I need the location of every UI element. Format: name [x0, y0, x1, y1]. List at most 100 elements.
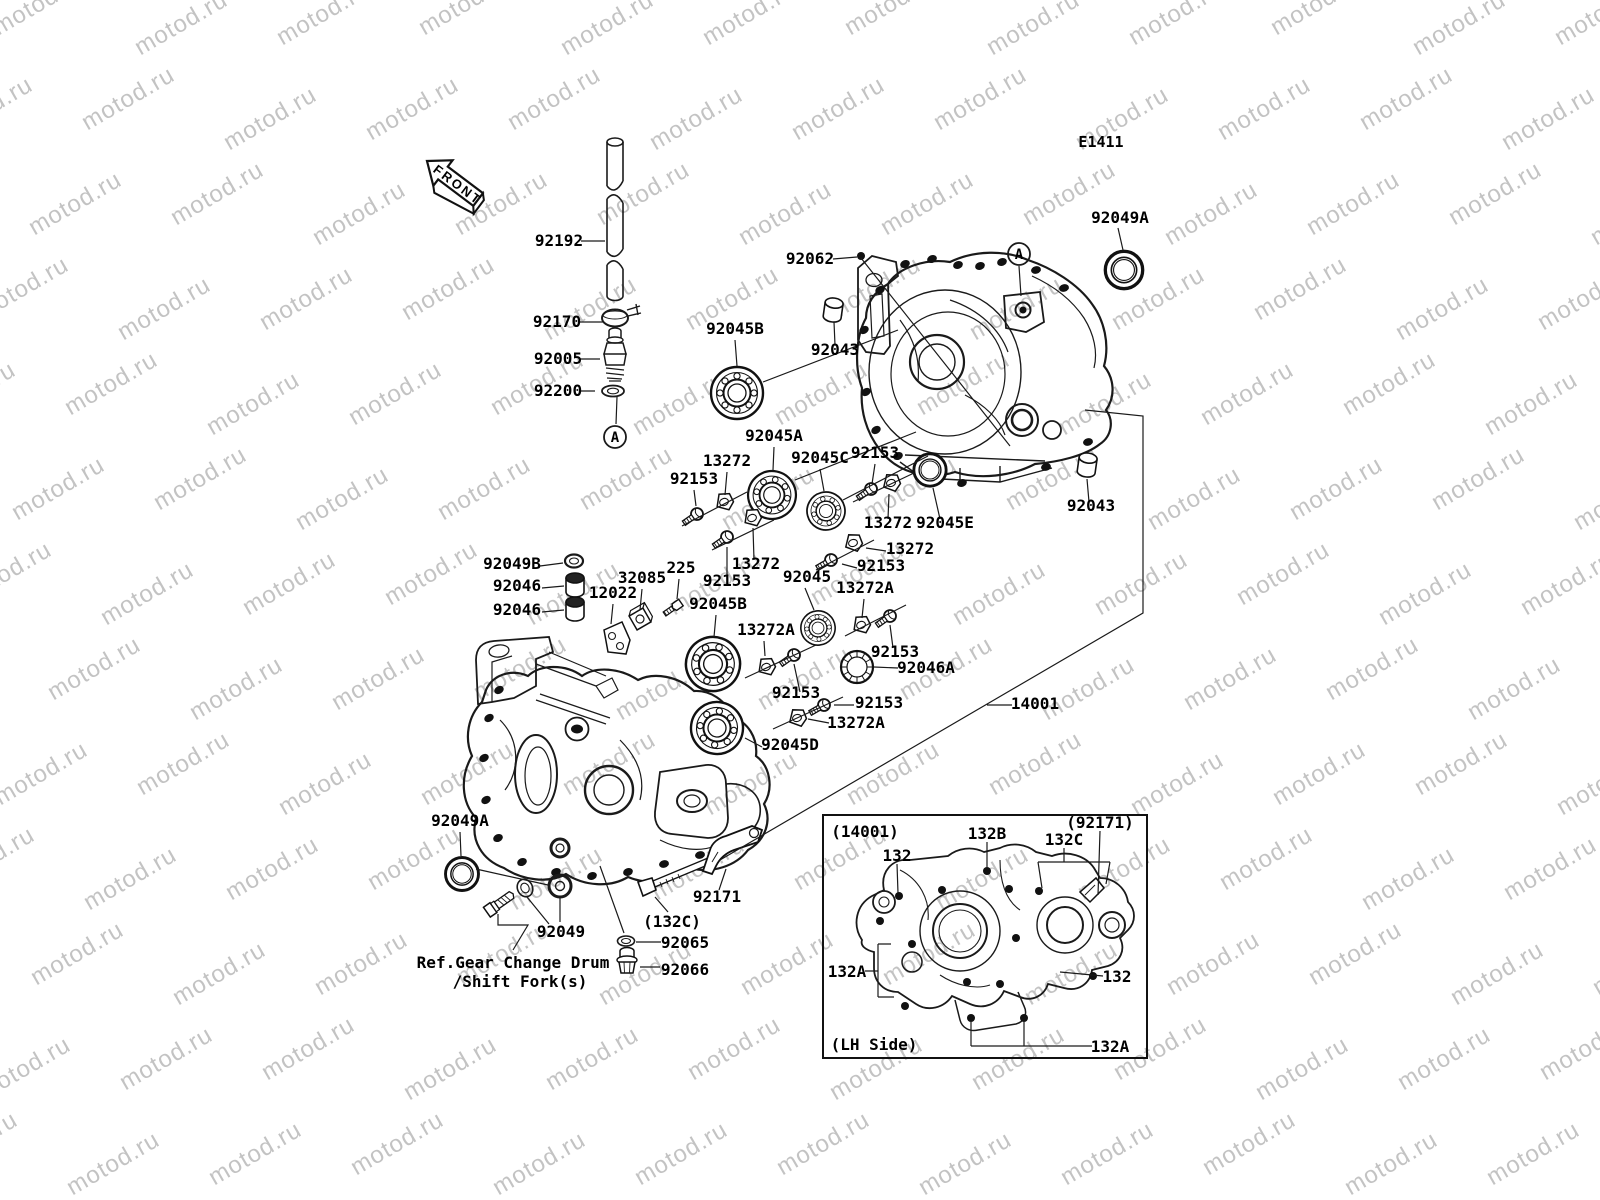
inset-title: (14001)	[831, 822, 898, 841]
clip-13272-1	[712, 489, 737, 514]
bearing-92045B-top	[709, 365, 765, 421]
label-92192: 92192	[535, 231, 583, 250]
label-92005: 92005	[534, 349, 582, 368]
inset-lever-tip	[1078, 876, 1106, 904]
ref-note-line2: /Shift Fork(s)	[453, 972, 588, 991]
label-92043-1: 92043	[811, 340, 859, 359]
marker-a-1: A	[603, 425, 627, 449]
label-92045B-1: 92045B	[706, 319, 764, 338]
ref-note-line1: Ref.Gear Change Drum	[417, 953, 610, 972]
collar-32085	[628, 601, 654, 631]
label-92045D: 92045D	[761, 735, 819, 754]
inset-lh-side-view: (14001) 132 132B 132C (92171) 132A 132 1…	[822, 813, 1148, 1059]
dowel-92043-right	[1075, 451, 1099, 479]
bracket-12022	[603, 621, 631, 655]
inset-label-92171: (92171)	[1066, 813, 1133, 832]
label-92062: 92062	[786, 249, 834, 268]
label-225: 225	[667, 558, 696, 577]
label-92066: 92066	[661, 960, 709, 979]
dowel-92043-top	[821, 296, 845, 324]
label-92043-2: 92043	[1067, 496, 1115, 515]
label-13272-3: 13272	[864, 513, 912, 532]
seal-92045E	[912, 452, 948, 488]
inset-label-132C: 132C	[1045, 830, 1084, 849]
label-92153-3: 92153	[851, 443, 899, 462]
label-92153-1: 92153	[670, 469, 718, 488]
marker-a-2: A	[1007, 242, 1031, 266]
label-92153-5: 92153	[871, 642, 919, 661]
oil-tube-assembly: A	[601, 137, 642, 449]
washer-92065	[616, 935, 636, 947]
label-92049B: 92049B	[483, 554, 541, 573]
label-92171: 92171	[693, 887, 741, 906]
bearing-92045	[793, 603, 843, 653]
label-92170: 92170	[533, 312, 581, 331]
label-92049: 92049	[537, 922, 585, 941]
label-12022: 12022	[589, 583, 637, 602]
fitting-92005	[603, 327, 627, 382]
label-92046-2: 92046	[493, 600, 541, 619]
inset-label-132-1: 132	[883, 846, 912, 865]
bolt-point-92062	[857, 252, 865, 260]
label-92200: 92200	[534, 381, 582, 400]
label-92153-7: 92153	[855, 693, 903, 712]
label-13272A-3: 13272A	[827, 713, 885, 732]
oil-seal-92049A-top	[1103, 249, 1145, 291]
label-92045B-2: 92045B	[689, 594, 747, 613]
front-arrow: FRONT	[425, 159, 485, 217]
svg-text:A: A	[1015, 247, 1024, 263]
label-13272-1: 13272	[703, 451, 751, 470]
label-92153-4: 92153	[857, 556, 905, 575]
label-92049A-1: 92049A	[1091, 208, 1149, 227]
label-132C-paren: (132C)	[643, 912, 701, 931]
hose-clamp-92170	[601, 303, 642, 328]
oil-seal-92049A-bottom	[444, 856, 480, 892]
clip-13272A-1	[849, 612, 874, 637]
washer-92200	[601, 384, 625, 398]
lever-92171	[701, 825, 764, 876]
crankcase-rh-half: A	[821, 242, 1145, 489]
label-92045C: 92045C	[791, 448, 849, 467]
needle-bearing-92046A	[839, 649, 875, 685]
inset-label-132B: 132B	[968, 824, 1007, 843]
bushing-92046-1	[565, 572, 585, 598]
inset-leader-lines	[865, 830, 1111, 1047]
label-92045: 92045	[783, 567, 831, 586]
bearing-92045C	[799, 484, 853, 538]
inset-label-132-2: 132	[1103, 967, 1132, 986]
label-13272A-2: 13272A	[737, 620, 795, 639]
seal-92049B	[563, 553, 585, 569]
label-92046-1: 92046	[493, 576, 541, 595]
label-92065: 92065	[661, 933, 709, 952]
label-13272-2: 13272	[732, 554, 780, 573]
screw-ref-gear-change	[482, 890, 515, 919]
screw-225	[662, 598, 685, 617]
label-92045A: 92045A	[745, 426, 803, 445]
label-92153-2: 92153	[703, 571, 751, 590]
bushing-92046-2	[565, 596, 585, 622]
label-92046A: 92046A	[897, 658, 955, 677]
svg-text:A: A	[611, 430, 620, 446]
inset-bolt-dots	[876, 867, 1097, 1022]
boss-a	[1003, 291, 1045, 333]
bearing-92045B-low	[677, 628, 749, 700]
diagram-code: E1411	[1078, 133, 1123, 151]
clip-13272A-2	[754, 654, 779, 679]
label-14001: 14001	[1011, 694, 1059, 713]
label-13272-4: 13272	[886, 539, 934, 558]
washer-92049	[516, 878, 534, 898]
inset-label-132A-2: 132A	[1091, 1037, 1130, 1056]
label-92049A-2: 92049A	[431, 811, 489, 830]
leader-lines	[459, 227, 1144, 968]
label-92153-6: 92153	[772, 683, 820, 702]
label-92045E: 92045E	[916, 513, 974, 532]
label-32085: 32085	[618, 568, 666, 587]
bolt-92153-6	[776, 645, 804, 670]
inset-side-note: (LH Side)	[831, 1035, 918, 1054]
inset-label-132A-1: 132A	[828, 962, 867, 981]
nut-92049	[547, 873, 573, 899]
loose-parts	[563, 365, 903, 759]
bearing-92045D	[686, 697, 748, 759]
label-13272A-1: 13272A	[836, 578, 894, 597]
